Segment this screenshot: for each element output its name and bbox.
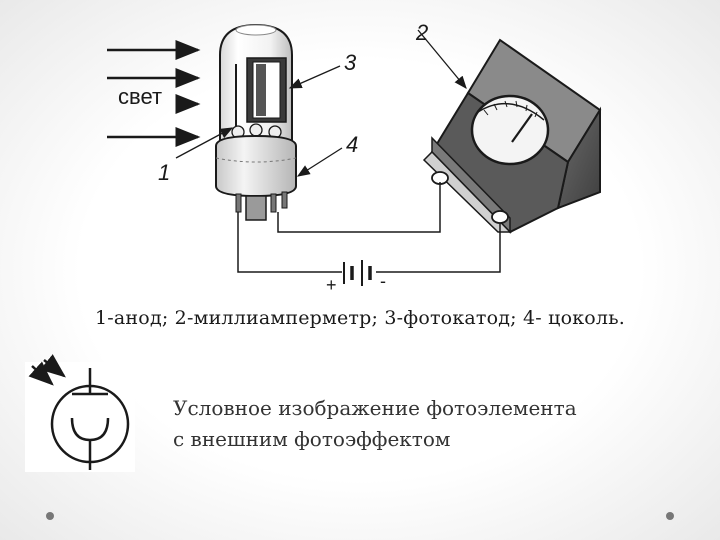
callout-4: 4 — [346, 132, 358, 157]
light-arrows — [107, 40, 201, 147]
symbol-description-line-2: с внешним фотоэффектом — [173, 427, 451, 451]
light-label: свет — [118, 84, 162, 109]
corner-dot-left — [46, 512, 54, 520]
battery-plus: + — [326, 275, 337, 295]
callout-leaders — [175, 29, 467, 177]
meter-needle — [511, 113, 533, 143]
callout-2: 2 — [415, 20, 428, 45]
meter-dial — [470, 94, 550, 166]
symbol-light-arrow-2 — [40, 354, 66, 378]
battery-minus: - — [380, 271, 386, 291]
symbol-description-line-1: Условное изображение фотоэлемента — [173, 396, 577, 420]
circuit-wires — [237, 182, 501, 273]
callout-1: 1 — [158, 160, 170, 185]
corner-dot-right — [666, 512, 674, 520]
terminal-right — [491, 210, 509, 224]
symbol-description: Условное изображение фотоэлемента с внеш… — [173, 393, 577, 455]
base-key — [245, 195, 267, 221]
battery — [343, 260, 372, 286]
photocell-tube — [215, 23, 297, 221]
photocell-symbol — [25, 354, 135, 472]
callout-3: 3 — [344, 50, 357, 75]
tube-base — [215, 134, 297, 198]
milliammeter — [422, 38, 602, 234]
parts-caption: 1-анод; 2-миллиамперметр; 3-фотокатод; 4… — [95, 307, 625, 329]
